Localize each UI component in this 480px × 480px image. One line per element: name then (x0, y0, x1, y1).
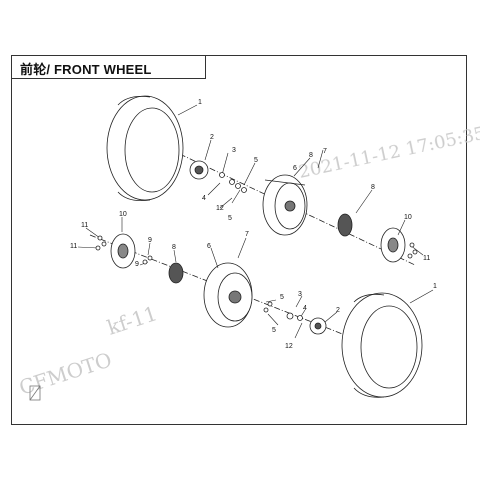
leader-lines (77, 104, 434, 339)
page-title: 前轮/ FRONT WHEEL (20, 62, 152, 77)
watermark-left: CFMOTO (16, 347, 115, 399)
callout-4b: 4 (303, 305, 307, 312)
callout-12b: 12 (285, 343, 293, 350)
diagram-frame (11, 55, 467, 425)
callout-6a: 6 (293, 165, 297, 172)
callout-5c: 5 (280, 294, 284, 301)
bearing-upper (337, 213, 353, 237)
callout-5b: 5 (228, 215, 232, 222)
callout-9a: 9 (148, 237, 152, 244)
bearing-lower (168, 262, 184, 284)
callout-12a: 12 (216, 205, 224, 212)
title-box: 前轮/ FRONT WHEEL (11, 55, 206, 79)
callout-5a: 5 (254, 157, 258, 164)
hub-lower (309, 317, 327, 335)
callout-11c: 11 (423, 255, 430, 262)
tire-lower (341, 292, 423, 398)
callout-1a: 1 (198, 99, 202, 106)
rim-upper (262, 174, 308, 236)
callout-8b: 8 (371, 184, 375, 191)
callout-8c: 8 (172, 244, 176, 251)
callout-10b: 10 (119, 211, 127, 218)
callout-6b: 6 (207, 243, 211, 250)
callout-11b: 11 (70, 243, 77, 250)
corner-symbol-icon (29, 385, 41, 401)
callout-2b: 2 (336, 307, 340, 314)
tire-upper (106, 95, 184, 202)
brake-disc-lower (110, 233, 136, 269)
hub-upper (189, 160, 209, 180)
callout-5d: 5 (272, 327, 276, 334)
callout-labels: 1 2 3 4 5 5 12 6 8 7 8 10 11 11 10 9 9 8… (70, 99, 437, 350)
fasteners (95, 172, 418, 321)
callout-3a: 3 (232, 147, 236, 154)
callout-1b: 1 (433, 283, 437, 290)
callout-7a: 7 (323, 148, 327, 155)
callout-11a: 11 (81, 222, 88, 229)
callout-3b: 3 (298, 291, 302, 298)
watermark-middle: kf-11 (104, 301, 160, 340)
callout-8a: 8 (309, 152, 313, 159)
callout-4a: 4 (202, 195, 206, 202)
callout-2a: 2 (210, 134, 214, 141)
callout-7b: 7 (245, 231, 249, 238)
callout-10a: 10 (404, 214, 412, 221)
rim-lower (203, 262, 253, 328)
brake-disc-upper (380, 227, 406, 263)
callout-9b: 9 (135, 261, 139, 268)
